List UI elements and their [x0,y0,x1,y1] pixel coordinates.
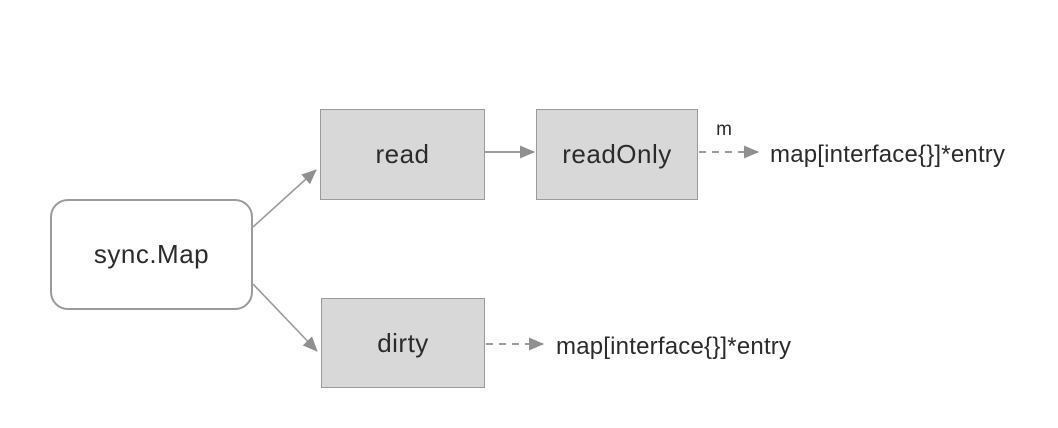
node-sync-map-label: sync.Map [93,239,210,269]
node-sync-map: sync.Map [50,199,253,310]
node-readonly-label: readOnly [562,139,672,169]
edge-label-m: m [716,119,732,140]
node-read: read [320,109,485,200]
edge-syncmap-to-read [252,169,317,228]
dirty-target-text: map[interface{}]*entry [556,333,792,360]
node-read-label: read [375,139,430,169]
edge-syncmap-to-dirty [252,283,318,352]
node-dirty-label: dirty [377,327,429,358]
node-readonly: readOnly [536,109,698,200]
node-dirty: dirty [321,298,485,388]
readonly-target-text: map[interface{}]*entry [770,141,1006,168]
